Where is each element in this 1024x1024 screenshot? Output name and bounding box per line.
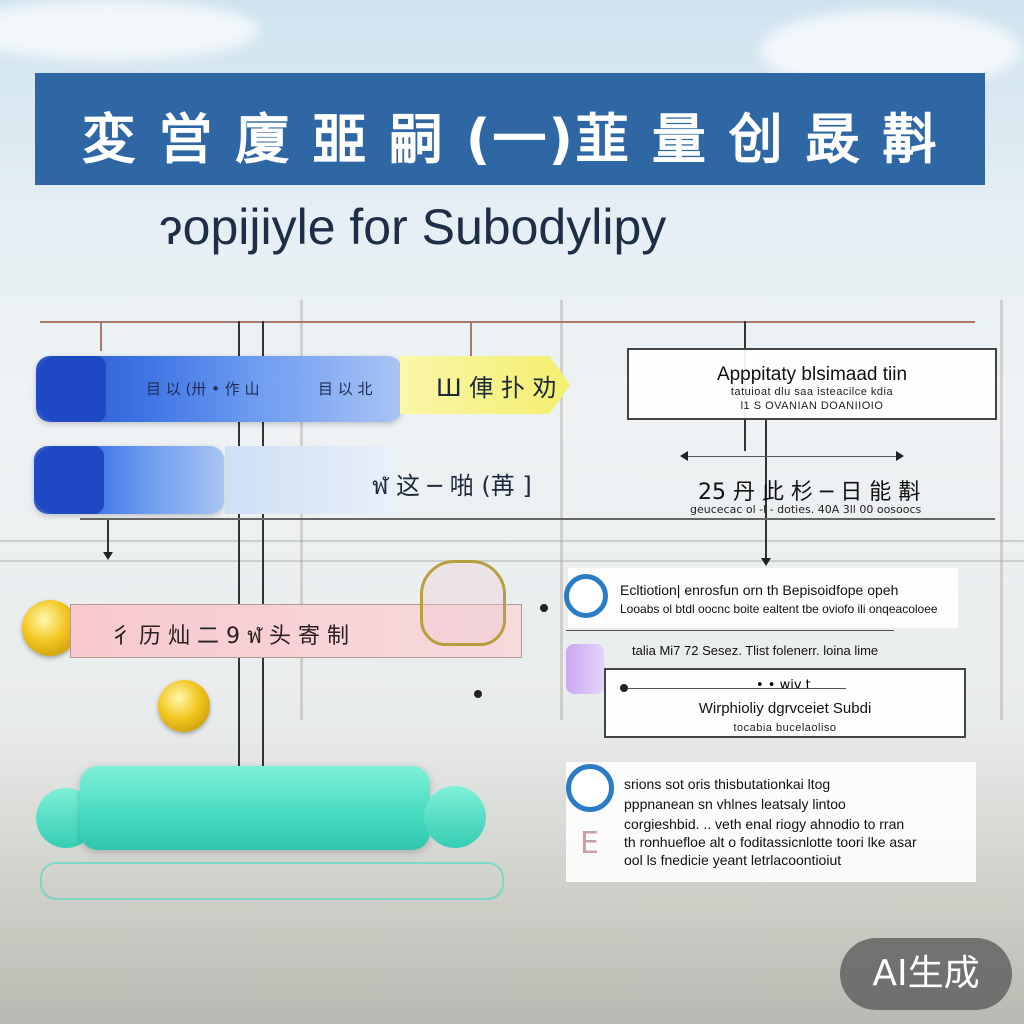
yellow-tag-label: Ш 俥 扑 劝 (436, 374, 557, 402)
blue-ring-icon (564, 574, 608, 618)
blue-device-top: 目 以 (卅 • 作 山 目 以 北 (36, 356, 402, 422)
teal-device (80, 766, 430, 850)
pink-bar-label: 彳 历 灿 二 9 ฬ 头 寄 制 (110, 624, 349, 649)
info-box-1: Apppitaty blsimaad tiin tatuioat dlu saa… (627, 348, 997, 420)
ring-2-letter: E (580, 826, 599, 861)
connector-line (80, 518, 995, 520)
connector-line (238, 321, 240, 811)
connector-line (765, 420, 767, 560)
blue-ring-icon (566, 764, 614, 812)
device-label: 目 以 北 (318, 380, 373, 398)
device-cap (36, 356, 106, 422)
blue-device-middle (34, 446, 224, 514)
purple-row-text: talia Mi7 72 Sesez. Tlist folenerr. loin… (632, 643, 879, 658)
background-cloud (0, 0, 260, 60)
background-railing (0, 560, 1024, 562)
purple-tag-icon (566, 644, 604, 694)
background-post (560, 300, 563, 720)
panel-text: Looabs ol btdl oocnc boite ealtent tbe o… (620, 602, 938, 616)
box-text: tocabia bucelaoliso (733, 722, 837, 734)
background-railing (0, 540, 1024, 542)
arrow-down (103, 552, 113, 560)
background-post (1000, 300, 1003, 720)
box-title: Wirphioliy dgrvceiet Subdi (698, 700, 872, 717)
connector-line (107, 518, 109, 558)
banner-title: 変 営 廈 臦 嗣 (一)韮 量 创 晸 斠 (81, 108, 939, 171)
device-2-text: ฬ 这 ─ 啪 (苒 ] (372, 472, 532, 500)
arrow-left (680, 451, 688, 461)
arrow-right (896, 451, 904, 461)
arrow-line (628, 688, 846, 689)
device-panel (225, 446, 395, 514)
arrow-line (684, 456, 898, 457)
teal-outline (40, 862, 504, 900)
box-title: Apppitaty blsimaad tiin (716, 364, 908, 385)
decorative-lantern-icon (420, 560, 506, 646)
yellow-tag (400, 356, 570, 414)
gold-coin-icon (22, 600, 78, 656)
panel-text: pppnanean sn vhlnes leatsaly lintoo (624, 796, 846, 812)
info-panel-1 (568, 568, 958, 628)
connector-line (40, 321, 975, 323)
ai-generated-badge: AI生成 (840, 938, 1012, 1010)
subtitle: ɂopijiyle for Subodylipy (160, 199, 667, 255)
connector-line (470, 321, 472, 366)
info-panel-2 (566, 762, 976, 882)
panel-text: corgieshbid. .. veth enal riogy ahnodio … (624, 816, 905, 832)
connector-line (100, 321, 102, 351)
connector-dot (474, 690, 482, 698)
connector-line (262, 321, 264, 811)
gold-coin-icon (158, 680, 210, 732)
device-label: 目 以 (卅 • 作 山 (146, 380, 260, 398)
row-2-text: 25 丹 此 杉 ─ 日 能 斠 (698, 480, 921, 505)
row-2-small: geucecac ol -l - doties. 40A 3ll 00 ooso… (690, 503, 922, 516)
box-arrow-text: • • wiv t (756, 678, 811, 693)
panel-text: Ecltiotion| enrosfun orn th Bepisoidfope… (620, 582, 899, 598)
title-banner: 変 営 廈 臦 嗣 (一)韮 量 创 晸 斠 (35, 73, 985, 185)
connector-dot (620, 684, 628, 692)
teal-device-end (424, 786, 486, 848)
box-text: l1 S OVANIAN DOANIIOIO (740, 400, 884, 412)
connector-dot (540, 604, 548, 612)
panel-text: srions sot oris thisbutationkai ltog (624, 776, 831, 792)
info-box-3: • • wiv t Wirphioliy dgrvceiet Subdi toc… (604, 668, 966, 738)
panel-text: th ronhuefloe alt o foditassicnlotte too… (624, 834, 917, 850)
panel-text: ool ls fnedicie yeant letrlacoontioiut (624, 852, 842, 868)
box-text: tatuioat dlu saa isteacilce kdia (730, 386, 894, 398)
arrow-down (761, 558, 771, 566)
divider-line (566, 630, 894, 631)
device-cap (34, 446, 104, 514)
